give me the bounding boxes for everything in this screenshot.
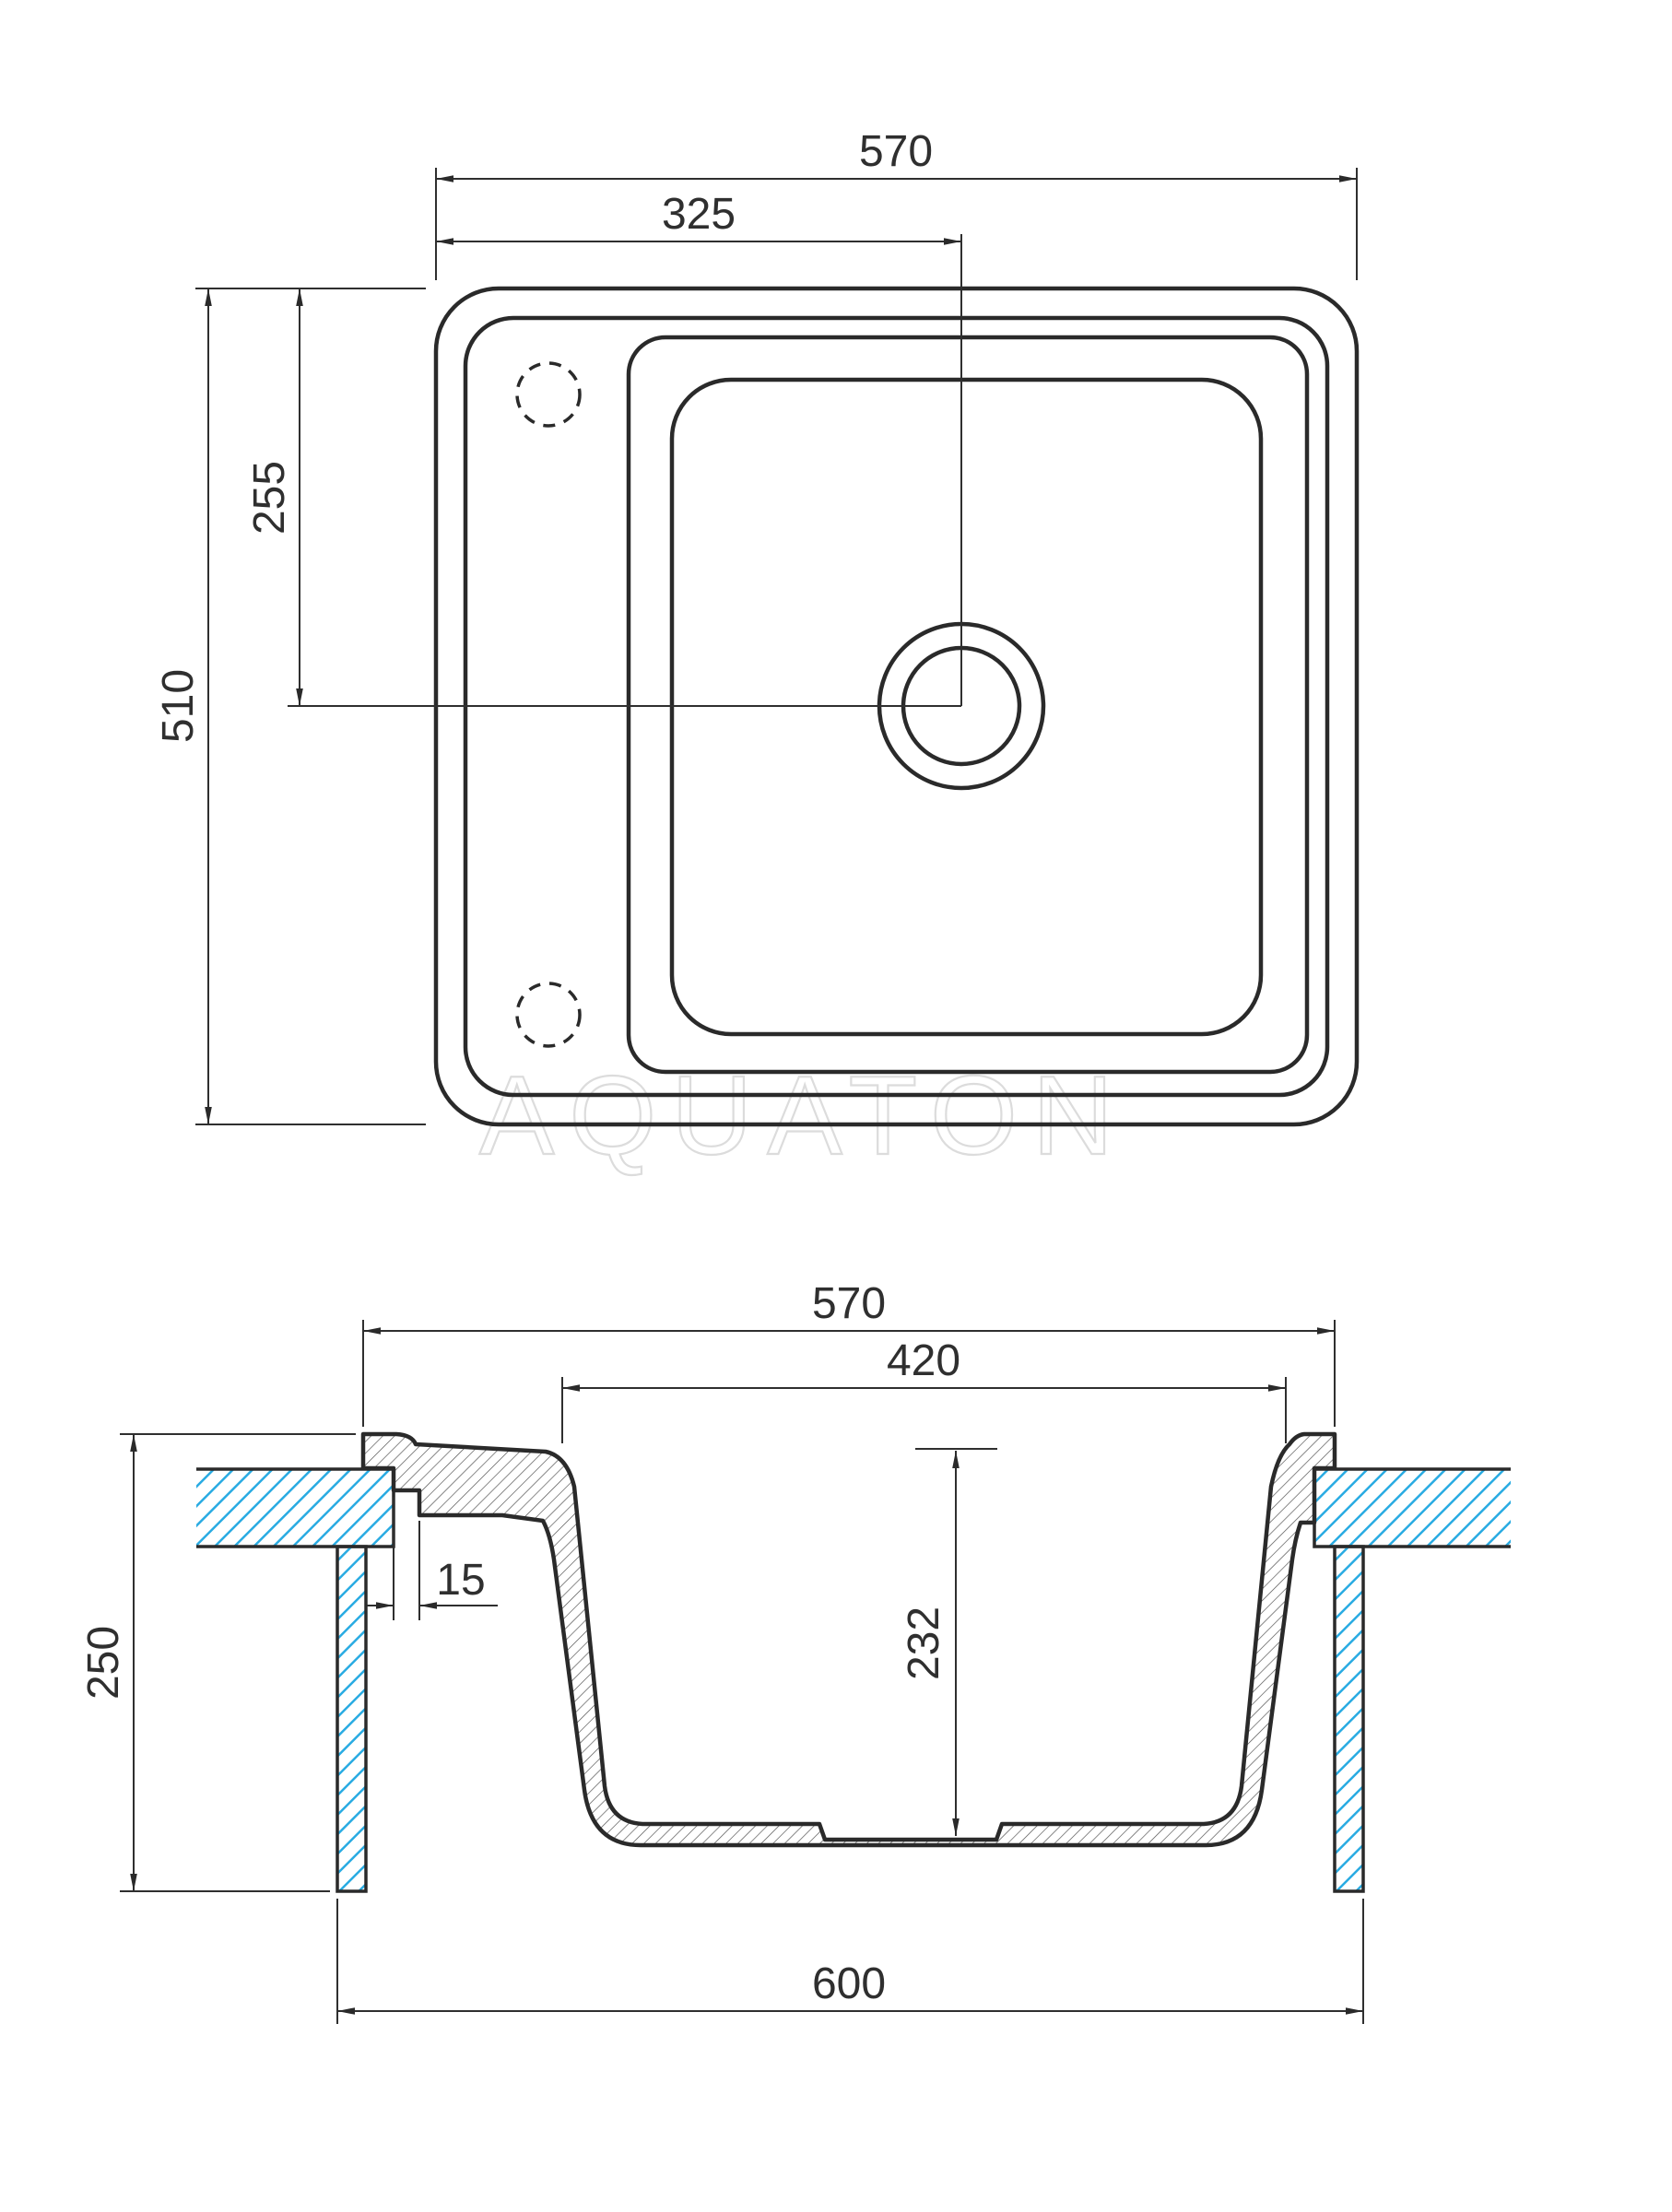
dim-label: 15 xyxy=(436,1556,485,1605)
leg-edge xyxy=(1333,1545,1365,1893)
dim-label: 250 xyxy=(79,1626,128,1700)
dim-section-overall-width: 570 xyxy=(362,1279,1336,1427)
dim-section-bowl-width: 420 xyxy=(561,1336,1287,1443)
dim-label: 570 xyxy=(859,127,933,176)
countertop-right-hatch xyxy=(1314,1469,1511,1547)
dim-top-drain-offset-y: 255 xyxy=(245,288,961,707)
bowl-outer-edge xyxy=(626,335,1310,1075)
tap-hole-top-icon xyxy=(515,361,582,428)
leg-edge xyxy=(336,1545,368,1893)
dim-top-overall-depth: 510 xyxy=(154,288,426,1125)
dim-section-rim-offset: 15 xyxy=(367,1497,498,1620)
sink-cross-section xyxy=(360,1431,1337,1848)
dim-label: 420 xyxy=(887,1336,960,1385)
dim-label: 600 xyxy=(812,1959,886,2008)
tap-hole-bottom-icon xyxy=(515,982,582,1048)
dim-label: 510 xyxy=(154,669,203,743)
dim-section-overall-height: 250 xyxy=(79,1433,356,1892)
leg-hatch xyxy=(337,1547,366,1891)
dim-top-drain-offset-x: 325 xyxy=(436,190,962,706)
dim-section-base-width: 600 xyxy=(336,1899,1364,2024)
countertop-left-hatch xyxy=(196,1469,394,1547)
dim-label: 255 xyxy=(245,461,294,535)
top-view: AQUATON 570 325 255 xyxy=(154,127,1360,1179)
dim-top-overall-width: 570 xyxy=(435,127,1358,280)
dim-label: 570 xyxy=(812,1279,886,1328)
cabinet-leg-left xyxy=(336,1545,368,1893)
dim-label: 325 xyxy=(662,190,736,239)
dim-section-bowl-depth: 232 xyxy=(900,1448,997,1836)
cabinet-leg-right xyxy=(1333,1545,1365,1893)
leg-hatch xyxy=(1335,1547,1363,1891)
dim-label: 232 xyxy=(900,1606,948,1680)
section-view: 570 420 15 232 250 xyxy=(79,1279,1511,2024)
